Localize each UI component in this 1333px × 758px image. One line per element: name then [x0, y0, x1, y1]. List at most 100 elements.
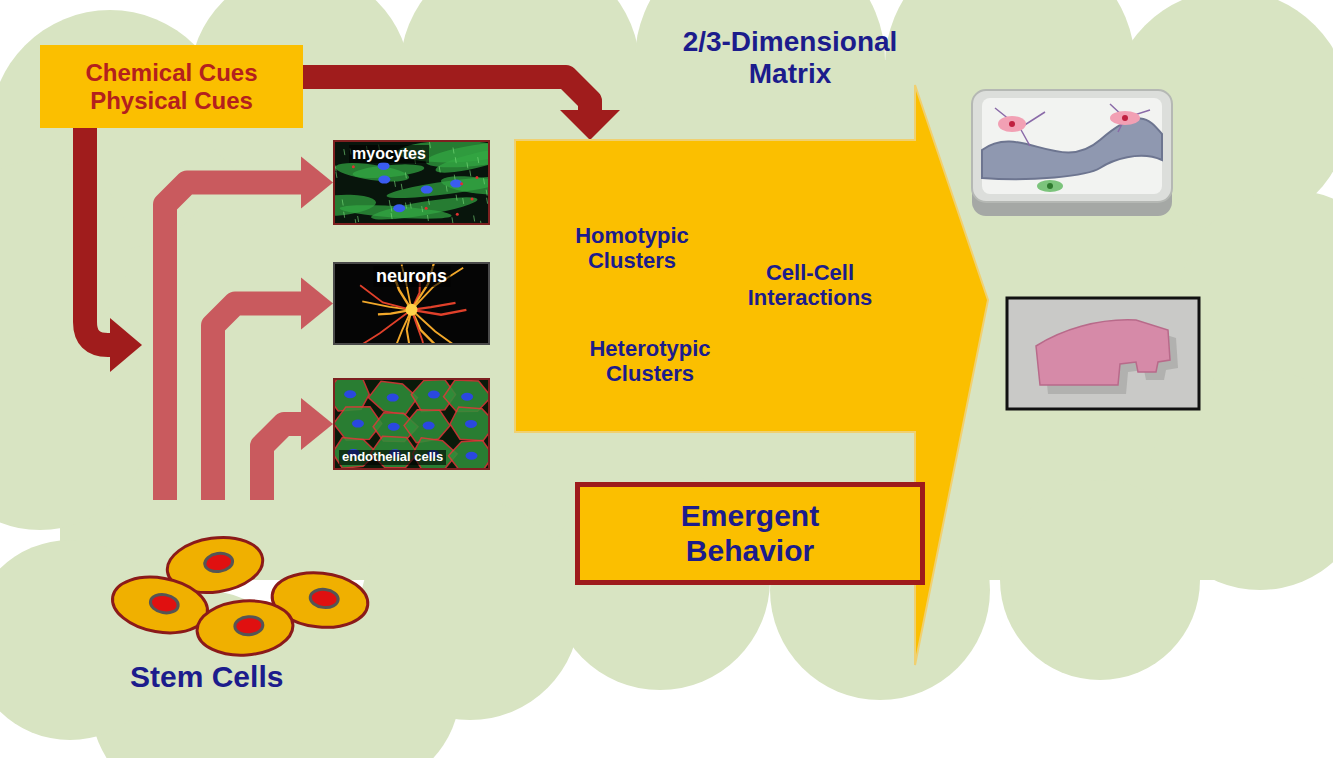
red-speck — [425, 207, 428, 210]
neurite — [412, 310, 436, 343]
striation — [401, 184, 402, 190]
muscle-fiber — [339, 203, 452, 222]
box-text: Emergent Behavior — [635, 499, 865, 568]
connector-group — [262, 398, 333, 500]
red-speck — [475, 176, 478, 179]
neuron-soma — [406, 304, 418, 316]
striation — [428, 199, 429, 205]
endothelial-cell — [448, 441, 488, 468]
striation — [487, 198, 488, 204]
cell-nucleus — [1122, 115, 1128, 121]
process-arrow: Homotypic ClustersCell-Cell Interactions… — [515, 140, 915, 432]
cell-body — [195, 598, 295, 659]
striation — [456, 195, 457, 201]
cell-nucleus — [378, 176, 390, 184]
process-text: Homotypic Clusters — [547, 223, 717, 274]
cell-nucleus — [461, 393, 473, 401]
cloud-lobe — [1000, 480, 1200, 680]
cell-nucleus — [149, 592, 180, 615]
cell-nucleus — [344, 390, 356, 398]
red-speck — [471, 198, 474, 201]
process-text: Cell-Cell Interactions — [725, 260, 895, 311]
striation — [389, 200, 390, 206]
connector-arrow — [303, 77, 590, 110]
striation — [453, 148, 454, 154]
striation — [439, 166, 440, 172]
tissue-construct — [1036, 320, 1170, 385]
cue-text: Physical Cues — [90, 87, 253, 115]
striation — [446, 186, 447, 192]
cue-text: Chemical Cues — [85, 59, 257, 87]
striation — [470, 170, 471, 176]
stem-cell-group: Stem Cells — [120, 500, 370, 700]
striation — [474, 215, 475, 221]
striation — [358, 216, 359, 222]
cell-nucleus — [465, 420, 477, 428]
arrow-head — [301, 157, 333, 209]
striation — [342, 199, 343, 205]
cloud-lobe — [0, 540, 170, 740]
neurite-lines — [995, 104, 1150, 146]
neurite — [412, 310, 467, 315]
striation — [467, 162, 468, 168]
tissue-photo — [1007, 298, 1199, 409]
endothelial-cell — [369, 381, 418, 415]
process-text: Heterotypic Clusters — [565, 336, 735, 387]
cue-box: Chemical CuesPhysical Cues — [40, 45, 303, 128]
cell-nucleus — [234, 616, 263, 636]
cell-nucleus — [466, 452, 478, 460]
neurite — [412, 310, 458, 343]
striation — [344, 212, 345, 218]
striation — [405, 203, 406, 209]
cloud-lobe — [0, 310, 150, 530]
muscle-fiber — [434, 144, 488, 177]
slab-face — [972, 90, 1172, 202]
cloud-lobe — [0, 160, 130, 340]
striation — [427, 215, 428, 221]
striation — [422, 206, 423, 212]
connector-arrow — [165, 183, 301, 501]
striation — [481, 221, 482, 223]
striation — [455, 157, 456, 163]
arrow-head — [560, 110, 620, 140]
myocyte-image: myocytes — [333, 140, 490, 225]
cell-nucleus — [421, 186, 433, 194]
striation — [394, 181, 395, 187]
photo-frame — [1007, 298, 1199, 409]
striation — [478, 157, 479, 163]
cue-to-stem-arrow — [85, 120, 142, 372]
cell-nucleus — [388, 423, 400, 431]
cell-nucleus — [387, 394, 399, 402]
connector-group — [213, 278, 333, 501]
connector-arrow — [262, 424, 301, 500]
striation — [336, 172, 337, 178]
endothelial-cell — [404, 410, 450, 443]
slab-inner — [982, 98, 1162, 194]
striation — [429, 142, 430, 148]
arrow-shaft — [85, 120, 112, 345]
cell-nucleus — [1047, 183, 1053, 189]
striation — [463, 198, 464, 204]
tissue-slab-illustration — [972, 90, 1172, 216]
striation — [391, 206, 392, 212]
cell-label: Stem Cells — [130, 660, 283, 695]
tissue-cell — [1037, 180, 1063, 192]
striation — [452, 217, 453, 223]
tissue-cell — [1110, 111, 1140, 125]
striation — [405, 172, 406, 178]
striation — [486, 190, 487, 196]
red-speck — [456, 213, 459, 216]
image-label: neurons — [373, 266, 450, 287]
connector-group — [303, 77, 620, 140]
cell-nucleus — [423, 422, 435, 430]
arrow-head — [301, 278, 333, 330]
matrix-label: 2/3-Dimensional Matrix — [660, 26, 920, 90]
endothelial-image: endothelial cells — [333, 378, 490, 470]
tissue-cell — [998, 116, 1026, 132]
striation — [410, 202, 411, 208]
red-speck — [460, 182, 463, 185]
cell-nucleus — [204, 552, 234, 574]
striation — [344, 149, 345, 155]
